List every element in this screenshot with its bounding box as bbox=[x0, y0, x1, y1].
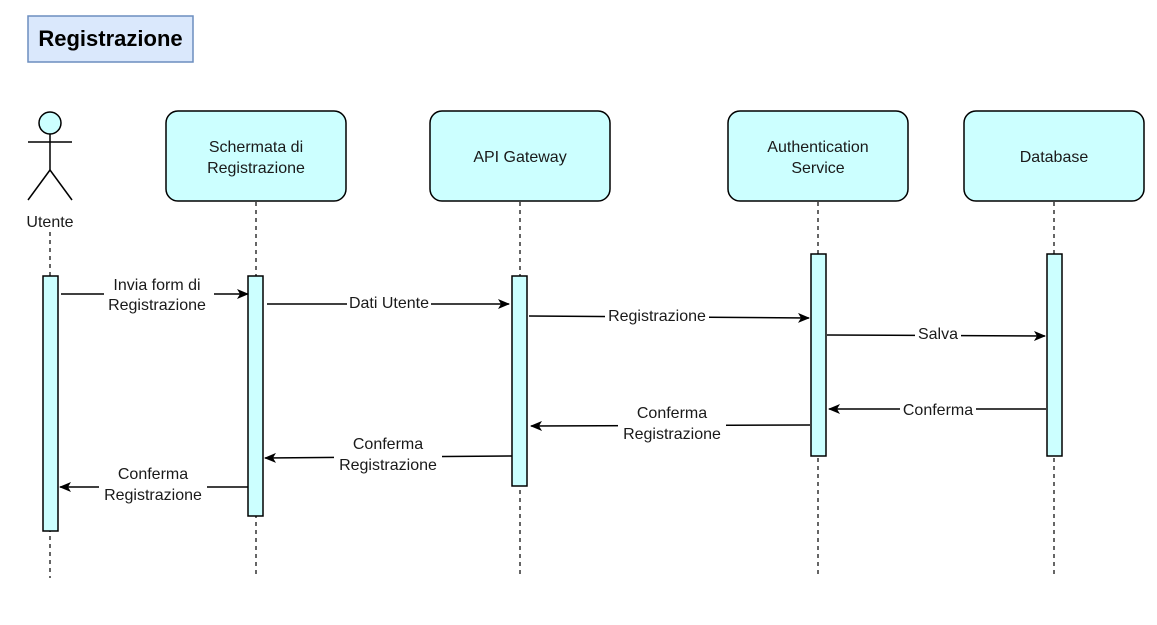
participant-gateway: API Gateway bbox=[429, 110, 611, 202]
participant-schermata: Schermata di Registrazione bbox=[165, 110, 347, 202]
actor-label: Utente bbox=[26, 214, 73, 231]
message-label: Invia form di bbox=[113, 277, 200, 294]
activation-bar-schermata bbox=[247, 275, 264, 517]
participant-label: Database bbox=[1020, 149, 1089, 166]
message-label: Conferma bbox=[353, 436, 423, 453]
message-label: Registrazione bbox=[339, 457, 437, 474]
message-label: Dati Utente bbox=[349, 295, 429, 312]
message-label: Registrazione bbox=[608, 308, 706, 325]
actor-utente: Utente bbox=[26, 111, 74, 231]
participant-label: Service bbox=[791, 160, 844, 177]
diagram-title-text: Registrazione bbox=[38, 26, 182, 51]
participant-label: Schermata di bbox=[209, 139, 303, 156]
activation-bar-database bbox=[1046, 253, 1063, 457]
activation-bar-auth bbox=[810, 253, 827, 457]
participant-database: Database bbox=[963, 110, 1145, 202]
message-label: Registrazione bbox=[623, 426, 721, 443]
participant-label: Authentication bbox=[767, 139, 868, 156]
message-label: Conferma bbox=[903, 402, 973, 419]
message-label: Conferma bbox=[118, 466, 188, 483]
message-label: Registrazione bbox=[108, 297, 206, 314]
participant-auth: Authentication Service bbox=[727, 110, 909, 202]
diagram-title: Registrazione bbox=[27, 15, 194, 63]
activation-bar-utente bbox=[42, 275, 59, 532]
activation-bar-gateway bbox=[511, 275, 528, 487]
message-label: Conferma bbox=[637, 405, 707, 422]
message-label: Registrazione bbox=[104, 487, 202, 504]
participant-label: API Gateway bbox=[473, 149, 566, 166]
message-label: Salva bbox=[918, 326, 958, 343]
participant-label: Registrazione bbox=[207, 160, 305, 177]
stick-figure-icon bbox=[27, 111, 73, 201]
